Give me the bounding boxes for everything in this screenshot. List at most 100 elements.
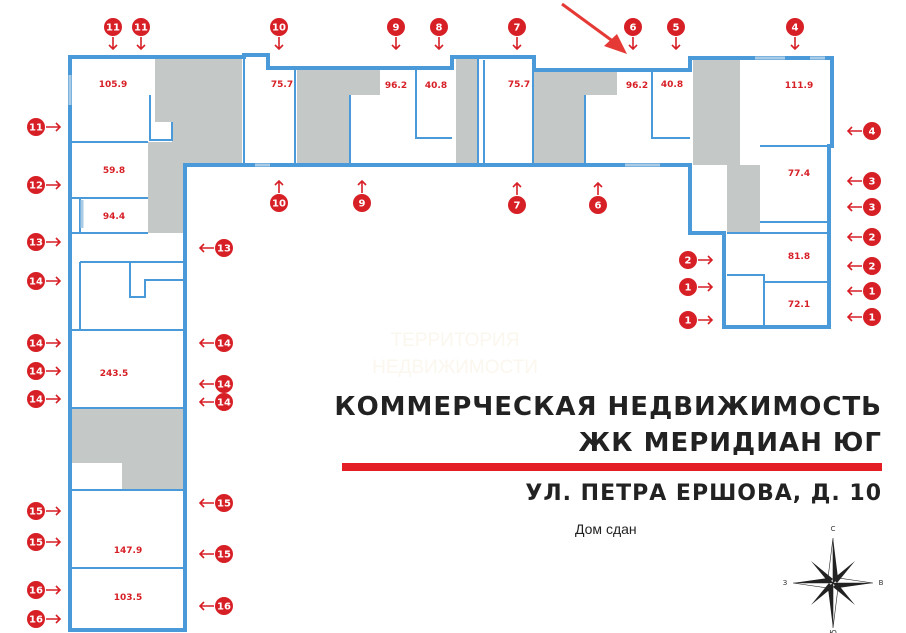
entrance-marker: 11 (27, 118, 62, 136)
unit-area-label: 40.8 (425, 81, 447, 91)
entrance-number: 16 (29, 615, 43, 626)
compass-west: З (783, 579, 788, 587)
entrance-number: 15 (217, 499, 231, 510)
entrance-marker: 12 (27, 176, 62, 194)
entrance-number: 14 (217, 380, 231, 391)
marker-circle (624, 18, 642, 36)
unit-area-label: 243.5 (100, 369, 128, 379)
entrance-number: 15 (29, 538, 43, 549)
entrance-number: 16 (29, 586, 43, 597)
marker-circle (27, 581, 45, 599)
compass-rose-icon: С З В Ю (783, 525, 884, 633)
entrance-marker: 15 (198, 545, 233, 563)
marker-circle (863, 228, 881, 246)
unit-area-label: 75.7 (508, 80, 530, 90)
entrance-marker: 14 (27, 272, 62, 290)
marker-circle (353, 194, 371, 212)
entrance-marker: 4 (786, 18, 804, 51)
unit-area-label: 94.4 (103, 212, 125, 222)
arrow-icon (108, 37, 118, 51)
compass-east: В (879, 579, 884, 587)
marker-circle (589, 196, 607, 214)
entrance-marker: 7 (508, 18, 526, 51)
marker-circle (215, 545, 233, 563)
entrance-number: 6 (630, 23, 637, 34)
entrance-marker: 11 (132, 18, 150, 51)
entrance-number: 9 (359, 199, 366, 210)
unit-area-label: 40.8 (661, 80, 683, 90)
entrance-marker: 4 (846, 122, 881, 140)
watermark-line-1: ТЕРРИТОРИЯ (390, 330, 520, 351)
marker-circle (27, 118, 45, 136)
unit-area-label: 77.4 (788, 169, 810, 179)
entrance-marker: 15 (27, 502, 62, 520)
entrance-marker: 13 (198, 239, 233, 257)
entrance-marker: 6 (624, 18, 642, 51)
marker-circle (679, 278, 697, 296)
windows (68, 56, 825, 228)
entrance-marker: 9 (353, 179, 371, 212)
unit-area-label: 96.2 (385, 81, 407, 91)
entrance-marker: 6 (589, 181, 607, 214)
outer-wall (68, 53, 834, 632)
marker-circle (270, 18, 288, 36)
marker-circle (215, 393, 233, 411)
marker-circle (132, 18, 150, 36)
marker-circle (27, 272, 45, 290)
compass-south: Ю (829, 629, 837, 633)
entrance-marker: 16 (27, 610, 62, 628)
marker-circle (863, 122, 881, 140)
entrance-number: 1 (869, 313, 876, 324)
arrow-icon (46, 585, 62, 595)
arrow-icon (790, 37, 800, 51)
marker-circle (863, 198, 881, 216)
entrance-marker: 16 (198, 597, 233, 615)
arrow-icon (198, 601, 214, 611)
entrance-marker: 14 (198, 334, 233, 352)
entrance-number: 11 (134, 23, 148, 34)
entrance-number: 11 (29, 123, 43, 134)
arrow-icon (136, 37, 146, 51)
entrance-marker: 14 (198, 393, 233, 411)
marker-circle (27, 502, 45, 520)
arrow-icon (846, 261, 862, 271)
title-line-1: КОММЕРЧЕСКАЯ НЕДВИЖИМОСТЬ (334, 392, 882, 422)
marker-circle (215, 239, 233, 257)
arrow-icon (198, 379, 214, 389)
arrow-icon (274, 37, 284, 51)
entrance-number: 10 (272, 199, 286, 210)
arrow-icon (671, 37, 681, 51)
entrance-marker: 2 (679, 251, 714, 269)
entrance-number: 3 (869, 203, 876, 214)
entrance-number: 10 (272, 23, 286, 34)
entrance-number: 15 (29, 507, 43, 518)
entrance-number: 4 (792, 23, 799, 34)
arrow-icon (46, 237, 62, 247)
unit-area-label: 72.1 (788, 300, 810, 310)
arrow-icon (46, 122, 62, 132)
entrance-number: 7 (514, 23, 521, 34)
entrance-number: 12 (29, 181, 43, 192)
entrance-number: 16 (217, 602, 231, 613)
arrow-icon (628, 37, 638, 51)
marker-circle (863, 308, 881, 326)
entrance-marker: 13 (27, 233, 62, 251)
marker-circle (215, 494, 233, 512)
marker-circle (215, 375, 233, 393)
arrow-icon (846, 176, 862, 186)
arrow-icon (46, 338, 62, 348)
arrow-icon (46, 366, 62, 376)
marker-circle (104, 18, 122, 36)
entrance-marker: 1 (679, 311, 714, 329)
entrance-number: 1 (869, 287, 876, 298)
arrow-icon (846, 202, 862, 212)
marker-circle (215, 334, 233, 352)
marker-circle (27, 176, 45, 194)
annotation-arrow (561, 2, 627, 54)
marker-circle (27, 233, 45, 251)
arrow-icon (846, 286, 862, 296)
entrance-number: 14 (217, 398, 231, 409)
common-areas (72, 57, 760, 490)
marker-circle (27, 533, 45, 551)
entrance-number: 15 (217, 550, 231, 561)
